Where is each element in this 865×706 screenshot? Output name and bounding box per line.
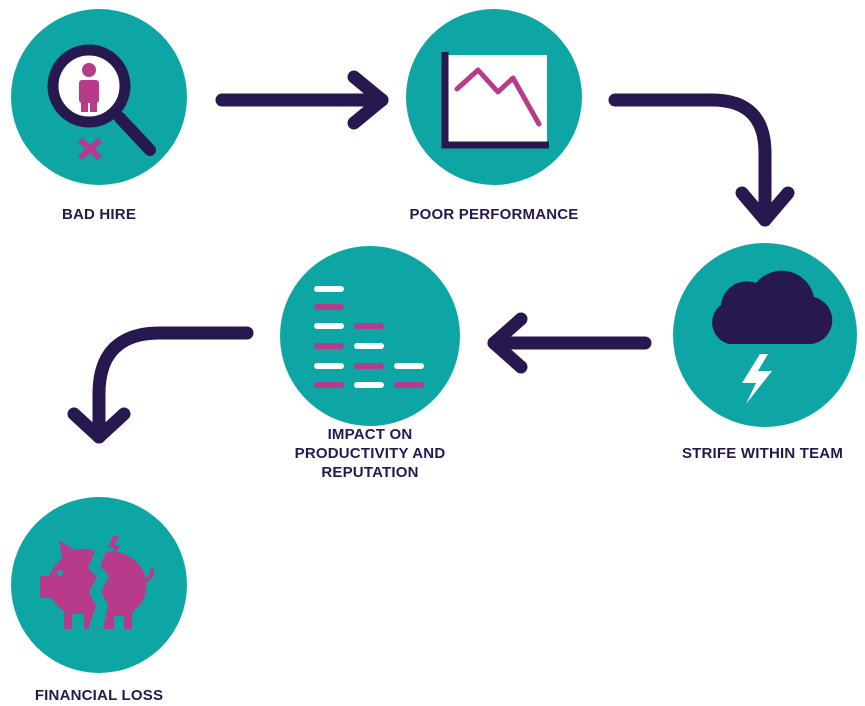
- step-financial-loss: [11, 497, 187, 673]
- step-impact-productivity-reputation: [280, 246, 460, 426]
- label-bad-hire: BAD HIRE: [61, 206, 137, 223]
- step-poor-performance: [406, 9, 582, 185]
- label-strife-within-team: STRIFE WITHIN TEAM: [681, 445, 844, 462]
- label-financial-loss: FINANCIAL LOSS: [34, 687, 164, 704]
- storm-cloud-lightning-icon: [712, 270, 833, 404]
- label-impact-line-1: IMPACT ON: [327, 426, 413, 443]
- label-impact-line-3: REPUTATION: [321, 464, 419, 481]
- arrow-bad-hire-to-poor-performance: [215, 70, 389, 130]
- magnifier-person-x-icon: [47, 44, 156, 161]
- arrow-impact-to-financial-loss: [67, 326, 254, 444]
- arrow-poor-performance-to-strife: [608, 93, 795, 227]
- step-bad-hire: [11, 9, 187, 185]
- financial-loss-circle: [11, 497, 187, 673]
- step-strife-within-team: [673, 243, 857, 427]
- impact-circle: [280, 246, 460, 426]
- arrow-strife-to-impact: [487, 312, 652, 374]
- label-poor-performance: POOR PERFORMANCE: [409, 206, 579, 223]
- label-impact-productivity-reputation: IMPACT ON PRODUCTIVITY AND REPUTATION: [270, 425, 470, 482]
- label-impact-line-2: PRODUCTIVITY AND: [294, 445, 446, 462]
- broken-piggy-bank-icon: [40, 536, 155, 629]
- declining-chart-icon: [441, 52, 549, 149]
- dash-bars-icon: [314, 286, 424, 388]
